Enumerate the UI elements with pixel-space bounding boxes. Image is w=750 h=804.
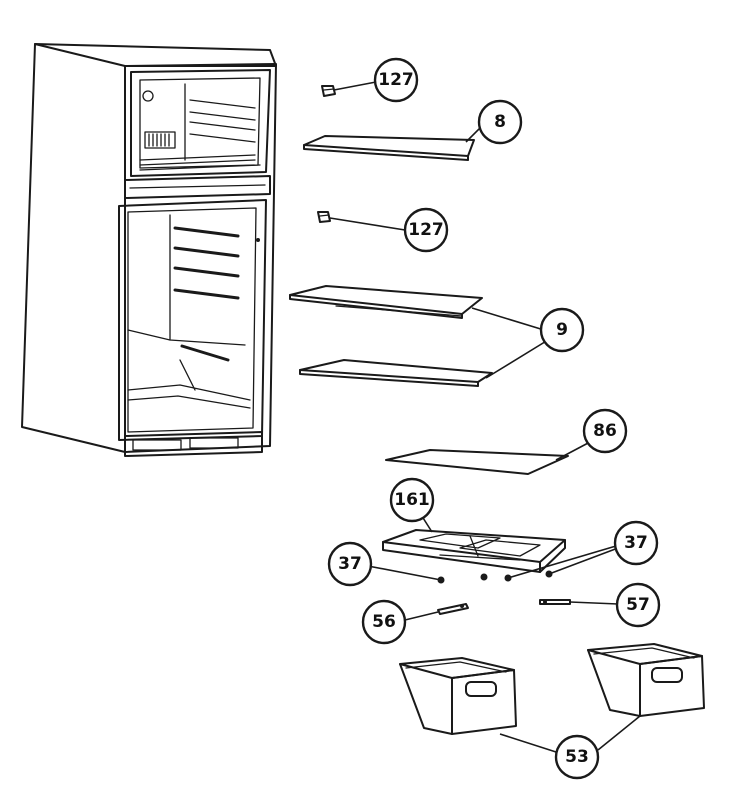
part-57-bracket	[539, 599, 571, 605]
callout-86: 86	[582, 408, 628, 454]
callout-127-upper: 127	[373, 57, 419, 103]
callout-label: 53	[565, 747, 589, 767]
callout-label: 37	[338, 554, 362, 574]
part-8-freezer-shelf	[303, 135, 475, 161]
callout-label: 161	[394, 490, 430, 510]
callout-label: 57	[626, 595, 650, 615]
callout-9: 9	[539, 307, 585, 353]
refrigerator-cabinet	[21, 43, 277, 457]
callout-label: 37	[624, 533, 648, 553]
callout-label: 56	[372, 612, 396, 632]
callout-label: 8	[494, 112, 506, 132]
part-56-bracket	[437, 603, 469, 615]
callout-56: 56	[361, 599, 407, 645]
part-127-lower-clip	[317, 211, 331, 223]
part-127-upper-clip	[321, 85, 336, 97]
part-53-crisper-drawer-right	[587, 643, 705, 717]
part-161-crisper-frame	[382, 529, 566, 573]
callout-label: 9	[556, 320, 568, 340]
part-37-screws	[437, 570, 553, 584]
part-86-crisper-cover	[385, 449, 569, 475]
part-9-shelf-upper	[289, 285, 483, 319]
callout-53: 53	[554, 734, 600, 780]
leader-lines	[329, 81, 641, 753]
callout-161: 161	[389, 477, 435, 523]
callout-57: 57	[615, 582, 661, 628]
callout-label: 127	[378, 70, 414, 90]
callout-127-lower: 127	[403, 207, 449, 253]
callout-label: 86	[593, 421, 617, 441]
callout-8: 8	[477, 99, 523, 145]
part-9-shelf-lower	[299, 359, 493, 387]
callout-label: 127	[408, 220, 444, 240]
part-53-crisper-drawer-left	[399, 657, 517, 735]
callout-37-right: 37	[613, 520, 659, 566]
callout-37-left: 37	[327, 541, 373, 587]
